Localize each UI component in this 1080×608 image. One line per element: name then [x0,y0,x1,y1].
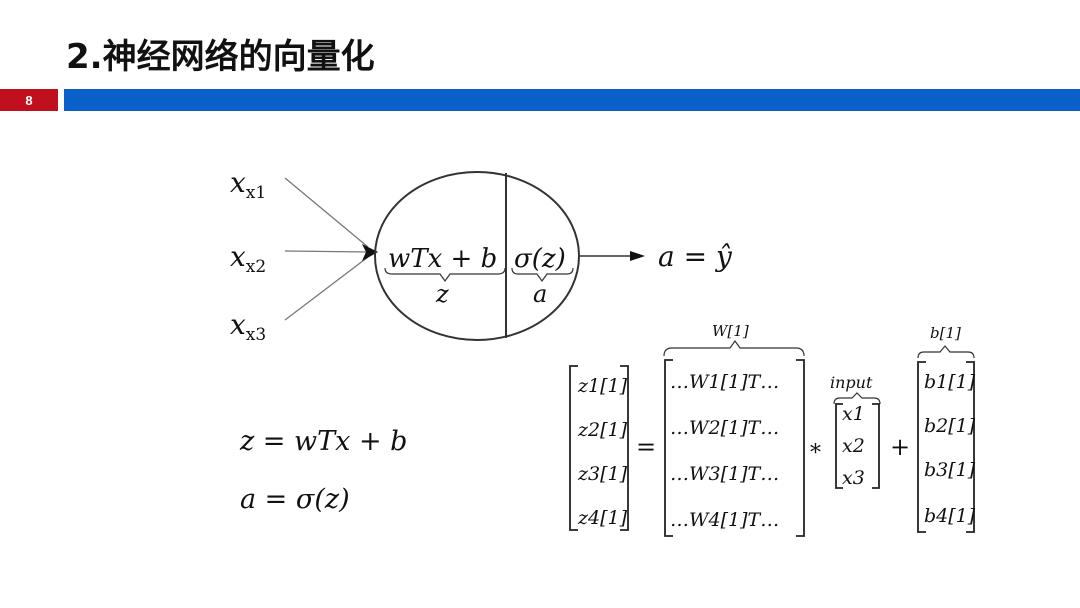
z-entry-3: z3[1] [577,463,628,485]
input-line-3 [284,256,369,321]
input-overbrace [833,392,881,405]
w-row-3: …W3[1]T… [670,463,779,485]
w-row-1: …W1[1]T… [670,371,779,393]
a-equation: a = σ(z) [240,484,350,515]
output-arrowhead [630,251,645,261]
output-label: a = ŷ [658,240,733,273]
activation-output-a: a [533,280,547,308]
linear-term: wTx + b [388,244,497,274]
w-row-4: …W4[1]T… [670,509,779,531]
input-x1-subscript: x1 [246,183,266,203]
w-bracket-right [796,359,805,537]
input-x3-subscript: x3 [246,325,266,345]
z-bracket-left [569,365,578,531]
z-equation: z = wTx + b [239,426,407,457]
input-label: input [830,373,873,392]
w-row-2: …W2[1]T… [670,417,779,439]
times-sign: * [810,441,821,466]
slide-title: 2.神经网络的向量化 [66,37,375,77]
w-overbrace [663,339,805,357]
input-arrowhead [362,244,378,261]
b-entry-2: b2[1] [924,415,976,437]
linear-output-z: z [435,280,449,308]
activation-term: σ(z) [514,244,566,274]
input-x2-subscript: x2 [246,257,266,277]
x-bracket-left [835,403,843,489]
input-line-2 [284,250,369,253]
x-entry-2: x2 [842,435,865,457]
x-entry-3: x3 [842,467,865,489]
input-x3: xx3 [230,308,266,345]
equals-sign: = [636,433,656,461]
x-bracket-right [872,403,880,489]
b-bracket-left [917,361,926,533]
z-bracket-right [620,365,629,531]
z-entry-2: z2[1] [577,419,628,441]
b-bracket-right [966,361,975,533]
b-overbrace [917,345,975,359]
b-entry-4: b4[1] [924,505,976,527]
x-entry-1: x1 [842,403,865,425]
b-entry-3: b3[1] [924,459,976,481]
input-line-1 [284,177,369,248]
z-entry-4: z4[1] [577,507,628,529]
activation-brace [511,267,574,283]
linear-brace [384,267,506,283]
neuron-circle [374,171,580,341]
page-number-badge: 8 [0,89,58,111]
plus-sign: + [890,433,910,461]
w-label: W[1] [712,322,749,340]
b-label: b[1] [930,324,961,342]
w-bracket-left [664,359,673,537]
input-x1: xx1 [230,166,266,203]
b-entry-1: b1[1] [924,371,976,393]
input-x2: xx2 [230,240,266,277]
header-bar [64,89,1080,111]
z-entry-1: z1[1] [577,375,628,397]
